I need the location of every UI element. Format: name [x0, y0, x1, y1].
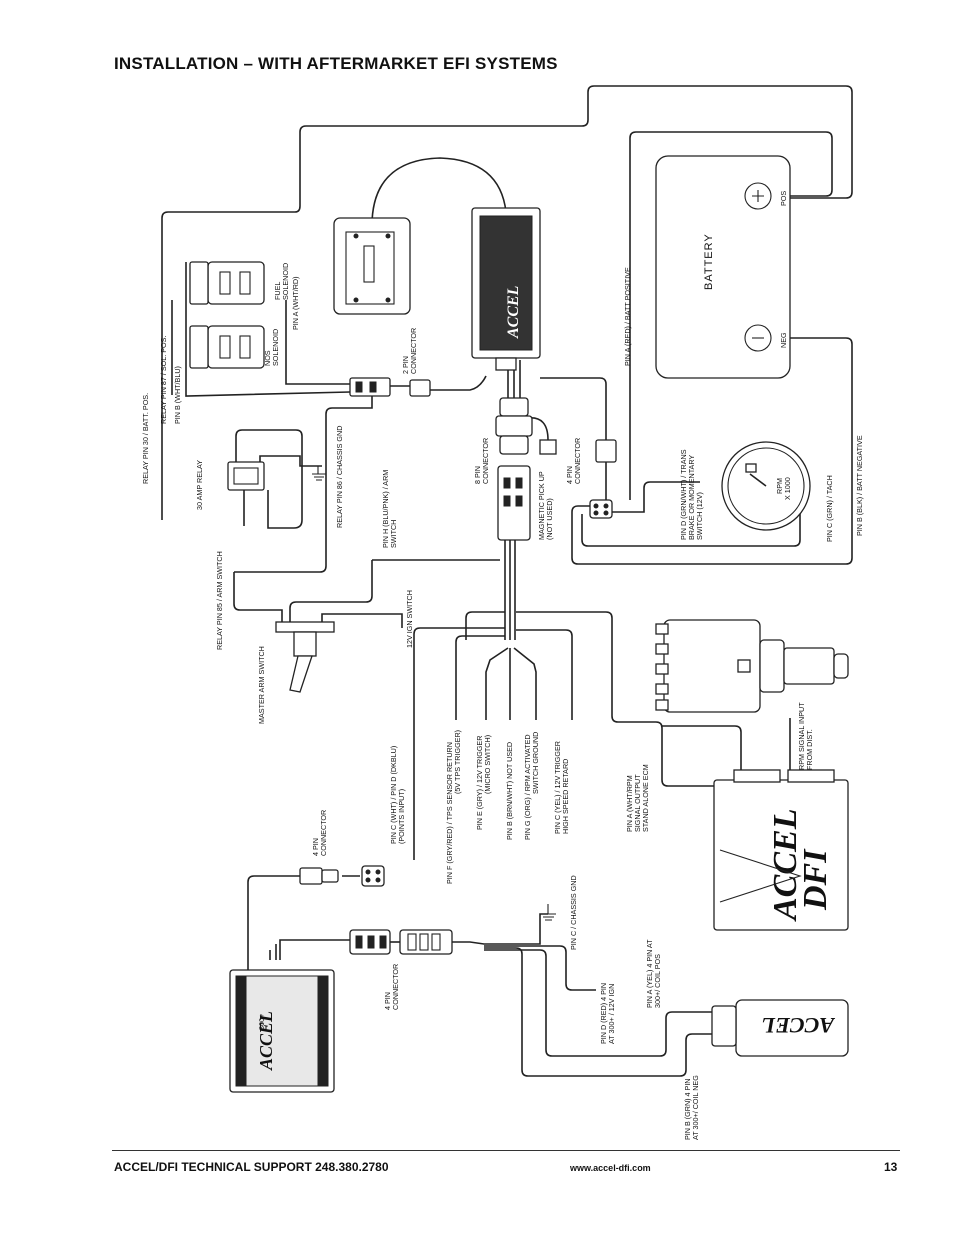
label-pinb-whtblu: PIN B (WHT/BLU)	[173, 366, 182, 424]
solenoids	[189, 261, 265, 369]
label-pina-whtrd: PIN A (WHT/RD)	[291, 276, 300, 330]
dfi-ecm: ACCEL DFI	[713, 769, 849, 931]
label-ign12v: 12V IGN SWITCH	[405, 590, 414, 648]
label-mag-1: MAGNETIC PICK UP	[537, 471, 546, 540]
label-pind-grnwht-3: SWITCH (12V)	[695, 492, 704, 540]
label-pind-grnwht-2: BRAKE OR MOMENTARY	[687, 455, 696, 540]
battery-label: BATTERY	[703, 233, 715, 290]
two-pin-connector	[349, 377, 431, 397]
label-ping-1: PIN G (ORG) / RPM ACTIVATED	[523, 734, 532, 840]
label-pinf-1: PIN F (GRY/RED) / TPS SENSOR RETURN	[445, 742, 454, 884]
label-pina-whtrpm-2: SIGNAL OUTPUT	[633, 774, 642, 832]
label-pinh-2: SWITCH	[389, 520, 398, 548]
label-pine-1: PIN E (GRY) / 12V TRIGGER	[475, 736, 484, 830]
ignition-coil: ACCEL	[711, 999, 849, 1057]
label-pinc-yel-1: PIN C (YEL) / 12V TRIGGER	[553, 741, 562, 834]
label-pina-whtrpm-3: STAND ALONE ECM	[641, 764, 650, 832]
label-pinb-grn-1: PIN B (GRN) 4 PIN	[683, 1078, 692, 1140]
label-pinb-blk: PIN B (BLK) / BATT NEGATIVE	[855, 435, 864, 536]
label-pina-yel-1: PIN A (YEL) 4 PIN AT	[645, 939, 654, 1008]
label-four-pin-low-2: CONNECTOR	[391, 964, 400, 1010]
label-master-arm: MASTER ARM SWITCH	[257, 646, 266, 724]
box300-brand: ACCEL	[256, 1011, 276, 1071]
dfi-brand-accel: ACCEL	[767, 809, 804, 922]
battery-neg-label: NEG	[779, 332, 788, 348]
label-four-pin-top-1: 4 PIN	[565, 466, 574, 484]
label-rpm-input-2: FROM DIST.	[805, 729, 814, 770]
label-pinh-1: PIN H (BLU/PNK) / ARM	[381, 470, 390, 548]
label-rpm-input-1: RPM SIGNAL INPUT	[797, 702, 806, 770]
label-pine-2: (MICRO SWITCH)	[483, 735, 492, 794]
distributor	[655, 619, 849, 713]
label-relay30: RELAY PIN 30 / BATT. POS.	[141, 393, 150, 484]
label-relay87: RELAY PIN 87 / SOL. POS.	[159, 336, 168, 424]
accel-300-plus-box: ACCEL 300+	[229, 969, 335, 1093]
ground-symbols	[312, 466, 556, 921]
label-pinb-brn: PIN B (BRN/WHT) NOT USED	[505, 742, 514, 840]
label-pinc-wht-1: PIN C (WHT) / PIN D (DKBLU)	[389, 746, 398, 844]
label-eight-pin-1: 8 PIN	[473, 466, 482, 484]
footer-divider	[112, 1150, 900, 1151]
footer-url: www.accel-dfi.com	[570, 1163, 651, 1173]
battery: BATTERY POS NEG	[655, 155, 791, 379]
footer-support: ACCEL/DFI TECHNICAL SUPPORT 248.380.2780	[114, 1160, 389, 1174]
label-four-pin-mid-1: 4 PIN	[311, 838, 320, 856]
label-four-pin-mid-2: CONNECTOR	[319, 810, 328, 856]
tach-rpm: RPM	[775, 478, 784, 494]
box300-model: 300+	[257, 1014, 266, 1030]
coil-brand: ACCEL	[762, 1013, 836, 1038]
label-nos-2: SOLENOID	[271, 329, 280, 366]
tach-x1000: X 1000	[783, 477, 792, 500]
master-arm-switch	[275, 621, 335, 693]
battery-pos-label: POS	[779, 191, 788, 206]
diagram-labels: RELAY PIN 30 / BATT. POS. RELAY PIN 87 /…	[141, 263, 864, 1140]
label-relay85: RELAY PIN 85 / ARM SWITCH	[215, 551, 224, 650]
page-title: INSTALLATION – WITH AFTERMARKET EFI SYST…	[114, 54, 558, 73]
label-relay86: RELAY PIN 86 / CHASSIS GND	[335, 426, 344, 528]
label-fuel-2: SOLENOID	[281, 263, 290, 300]
relay	[227, 461, 265, 491]
label-pinc-chassis: PIN C / CHASSIS GND	[569, 875, 578, 950]
label-pind-grnwht-1: PIN D (GRN/WHT) / TRANS	[679, 449, 688, 540]
label-pinb-grn-2: AT 300+/ COIL NEG	[691, 1075, 700, 1140]
dfi-brand-dfi: DFI	[797, 848, 834, 911]
label-four-pin-low-1: 4 PIN	[383, 992, 392, 1010]
label-pinc-yel-2: HIGH SPEED RETARD	[561, 759, 570, 834]
controller-brand: ACCEL	[505, 285, 522, 339]
label-two-pin-1: 2 PIN	[401, 356, 410, 374]
label-pind-red-2: AT 300+ / 12V IGN	[607, 984, 616, 1044]
page-number: 13	[884, 1160, 898, 1174]
label-pind-red-1: PIN D (RED) 4 PIN	[599, 983, 608, 1044]
label-pinc-wht-2: (POINTS INPUT)	[397, 789, 406, 844]
label-fuel-1: FUEL	[273, 282, 282, 300]
label-pina-yel-2: 300+/ COIL POS	[653, 954, 662, 1008]
label-pinc-tach: PIN C (GRN) / TACH	[825, 475, 834, 542]
label-four-pin-top-2: CONNECTOR	[573, 438, 582, 484]
label-two-pin-2: CONNECTOR	[409, 328, 418, 374]
label-amp-relay: 30 AMP RELAY	[195, 460, 204, 510]
four-pin-connector-top	[589, 439, 617, 519]
label-pinf-2: (5V TPS TRIGGER)	[453, 730, 462, 794]
label-eight-pin-2: CONNECTOR	[481, 438, 490, 484]
label-pina-red: PIN A (RED) / BATT POSITIVE	[623, 267, 632, 366]
label-nos-1: NOS	[263, 350, 272, 366]
wires	[161, 85, 853, 1077]
four-pin-connectors-lower	[299, 865, 453, 955]
tachometer: RPM X 1000	[721, 441, 811, 531]
eight-pin-connector	[495, 397, 557, 541]
label-mag-2: (NOT USED)	[545, 498, 554, 540]
label-ping-2: SWITCH GROUND	[531, 732, 540, 794]
digital-controller	[333, 217, 411, 315]
label-pina-whtrpm-1: PIN A (WHT/RPM	[625, 775, 634, 832]
main-controller: ACCEL	[471, 207, 541, 371]
